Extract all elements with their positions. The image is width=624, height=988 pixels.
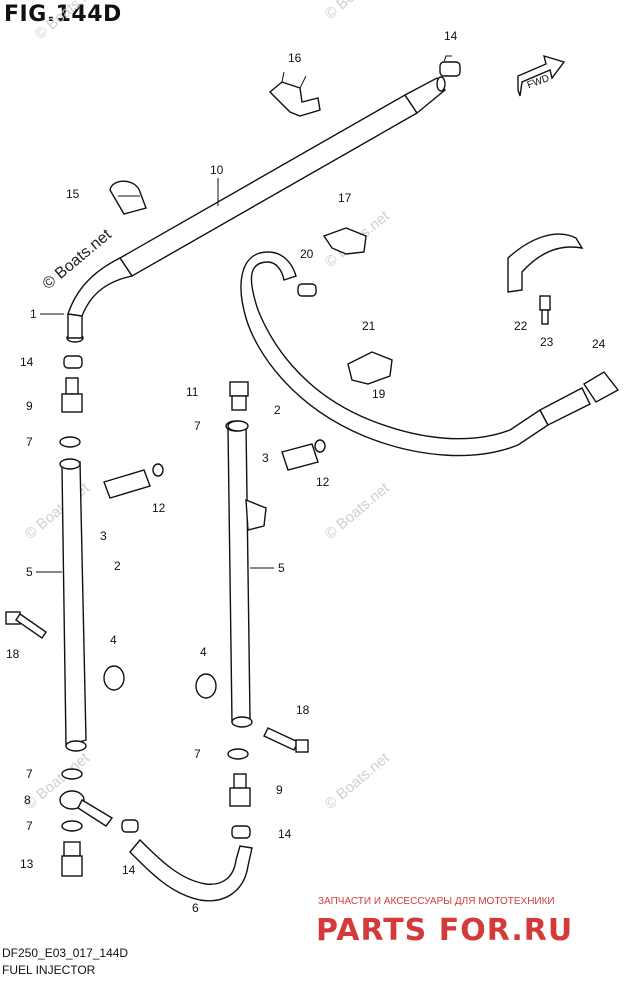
part-4-grommet-right <box>195 673 217 699</box>
callout-24: 24 <box>592 337 606 351</box>
part-23-bolt <box>539 295 551 325</box>
callouts: 1 2 2 3 3 4 4 5 5 6 7 7 7 7 7 8 9 9 10 1… <box>6 29 606 915</box>
callout-9: 9 <box>276 783 283 797</box>
callout-1: 1 <box>30 307 37 321</box>
part-4-grommet-left <box>103 665 125 691</box>
part-18-bolt-left <box>5 611 47 639</box>
callout-22: 22 <box>514 319 528 333</box>
callout-20: 20 <box>300 247 314 261</box>
part-16-clamp <box>268 71 321 117</box>
callout-14: 14 <box>444 29 458 43</box>
part-21-clamp <box>347 351 393 385</box>
shop-logo: PARTS FOR.RU <box>316 913 573 948</box>
figure-code: DF250_E03_017_144D <box>2 946 129 960</box>
part-9-union-right <box>229 773 251 807</box>
part-2-injector-left <box>103 463 164 499</box>
part-24-hose-end <box>583 371 620 403</box>
callout-2: 2 <box>274 403 281 417</box>
boats-watermark: © Boats.net <box>322 0 394 23</box>
callout-7: 7 <box>26 435 33 449</box>
boats-watermark: © Boats.net <box>22 479 94 543</box>
callout-9: 9 <box>26 399 33 413</box>
part-17-clamp <box>322 227 367 255</box>
part-9-union-left <box>61 377 83 413</box>
part-2-injector-right <box>281 439 326 471</box>
part-6-hose <box>129 838 253 902</box>
part-7-washer <box>227 420 249 432</box>
callout-4: 4 <box>110 633 117 647</box>
part-7-washer <box>59 436 81 448</box>
callout-7: 7 <box>26 819 33 833</box>
callout-2: 2 <box>114 559 121 573</box>
part-18-bolt-right <box>263 727 309 753</box>
callout-17: 17 <box>338 191 352 205</box>
boats-watermark: © Boats.net <box>322 749 394 813</box>
callout-12: 12 <box>152 501 166 515</box>
callout-8: 8 <box>24 793 31 807</box>
shop-watermark: ЗАПЧАСТИ И АКСЕССУАРЫ ДЛЯ МОТОТЕХНИКИ PA… <box>316 896 573 948</box>
callout-12: 12 <box>316 475 330 489</box>
callout-3: 3 <box>100 529 107 543</box>
part-7-washer <box>61 820 83 832</box>
callout-5: 5 <box>26 565 33 579</box>
figure-title: FIG.144D <box>4 2 122 27</box>
callout-23: 23 <box>540 335 554 349</box>
callout-14: 14 <box>20 355 34 369</box>
callout-7: 7 <box>194 747 201 761</box>
fwd-arrow: FWD <box>517 54 566 97</box>
callout-15: 15 <box>66 187 80 201</box>
part-13-bolt <box>61 841 83 877</box>
callout-6: 6 <box>192 901 199 915</box>
callout-3: 3 <box>262 451 269 465</box>
boats-watermark: © Boats.net <box>32 0 104 43</box>
callout-7: 7 <box>194 419 201 433</box>
callout-13: 13 <box>20 857 34 871</box>
part-15-clamp <box>109 180 147 215</box>
callout-4: 4 <box>200 645 207 659</box>
callout-21: 21 <box>362 319 376 333</box>
callout-14: 14 <box>278 827 292 841</box>
part-7-washer <box>227 748 249 760</box>
callout-10: 10 <box>210 163 224 177</box>
part-8-banjo <box>59 790 114 827</box>
part-5-fuel-rail-left <box>59 458 87 752</box>
callout-11: 11 <box>186 385 199 399</box>
callout-16: 16 <box>288 51 302 65</box>
callout-14: 14 <box>122 863 136 877</box>
callout-18: 18 <box>6 647 20 661</box>
part-20-clamp <box>297 283 317 297</box>
part-22-bracket <box>507 233 584 293</box>
figure-name: FUEL INJECTOR <box>2 963 96 977</box>
part-7-washer <box>61 768 83 780</box>
part-11-plug <box>229 381 249 411</box>
boats-watermark: © Boats.net <box>322 479 394 543</box>
part-14-clamp-top <box>439 55 461 77</box>
part-5-fuel-rail-right <box>225 420 267 728</box>
shop-tagline: ЗАПЧАСТИ И АКСЕССУАРЫ ДЛЯ МОТОТЕХНИКИ <box>318 896 555 907</box>
callout-18: 18 <box>296 703 310 717</box>
part-19-hose <box>240 251 591 457</box>
part-10-hose <box>66 76 446 343</box>
callout-5: 5 <box>278 561 285 575</box>
callout-19: 19 <box>372 387 386 401</box>
part-14-clamp-lower <box>63 355 251 839</box>
callout-7: 7 <box>26 767 33 781</box>
